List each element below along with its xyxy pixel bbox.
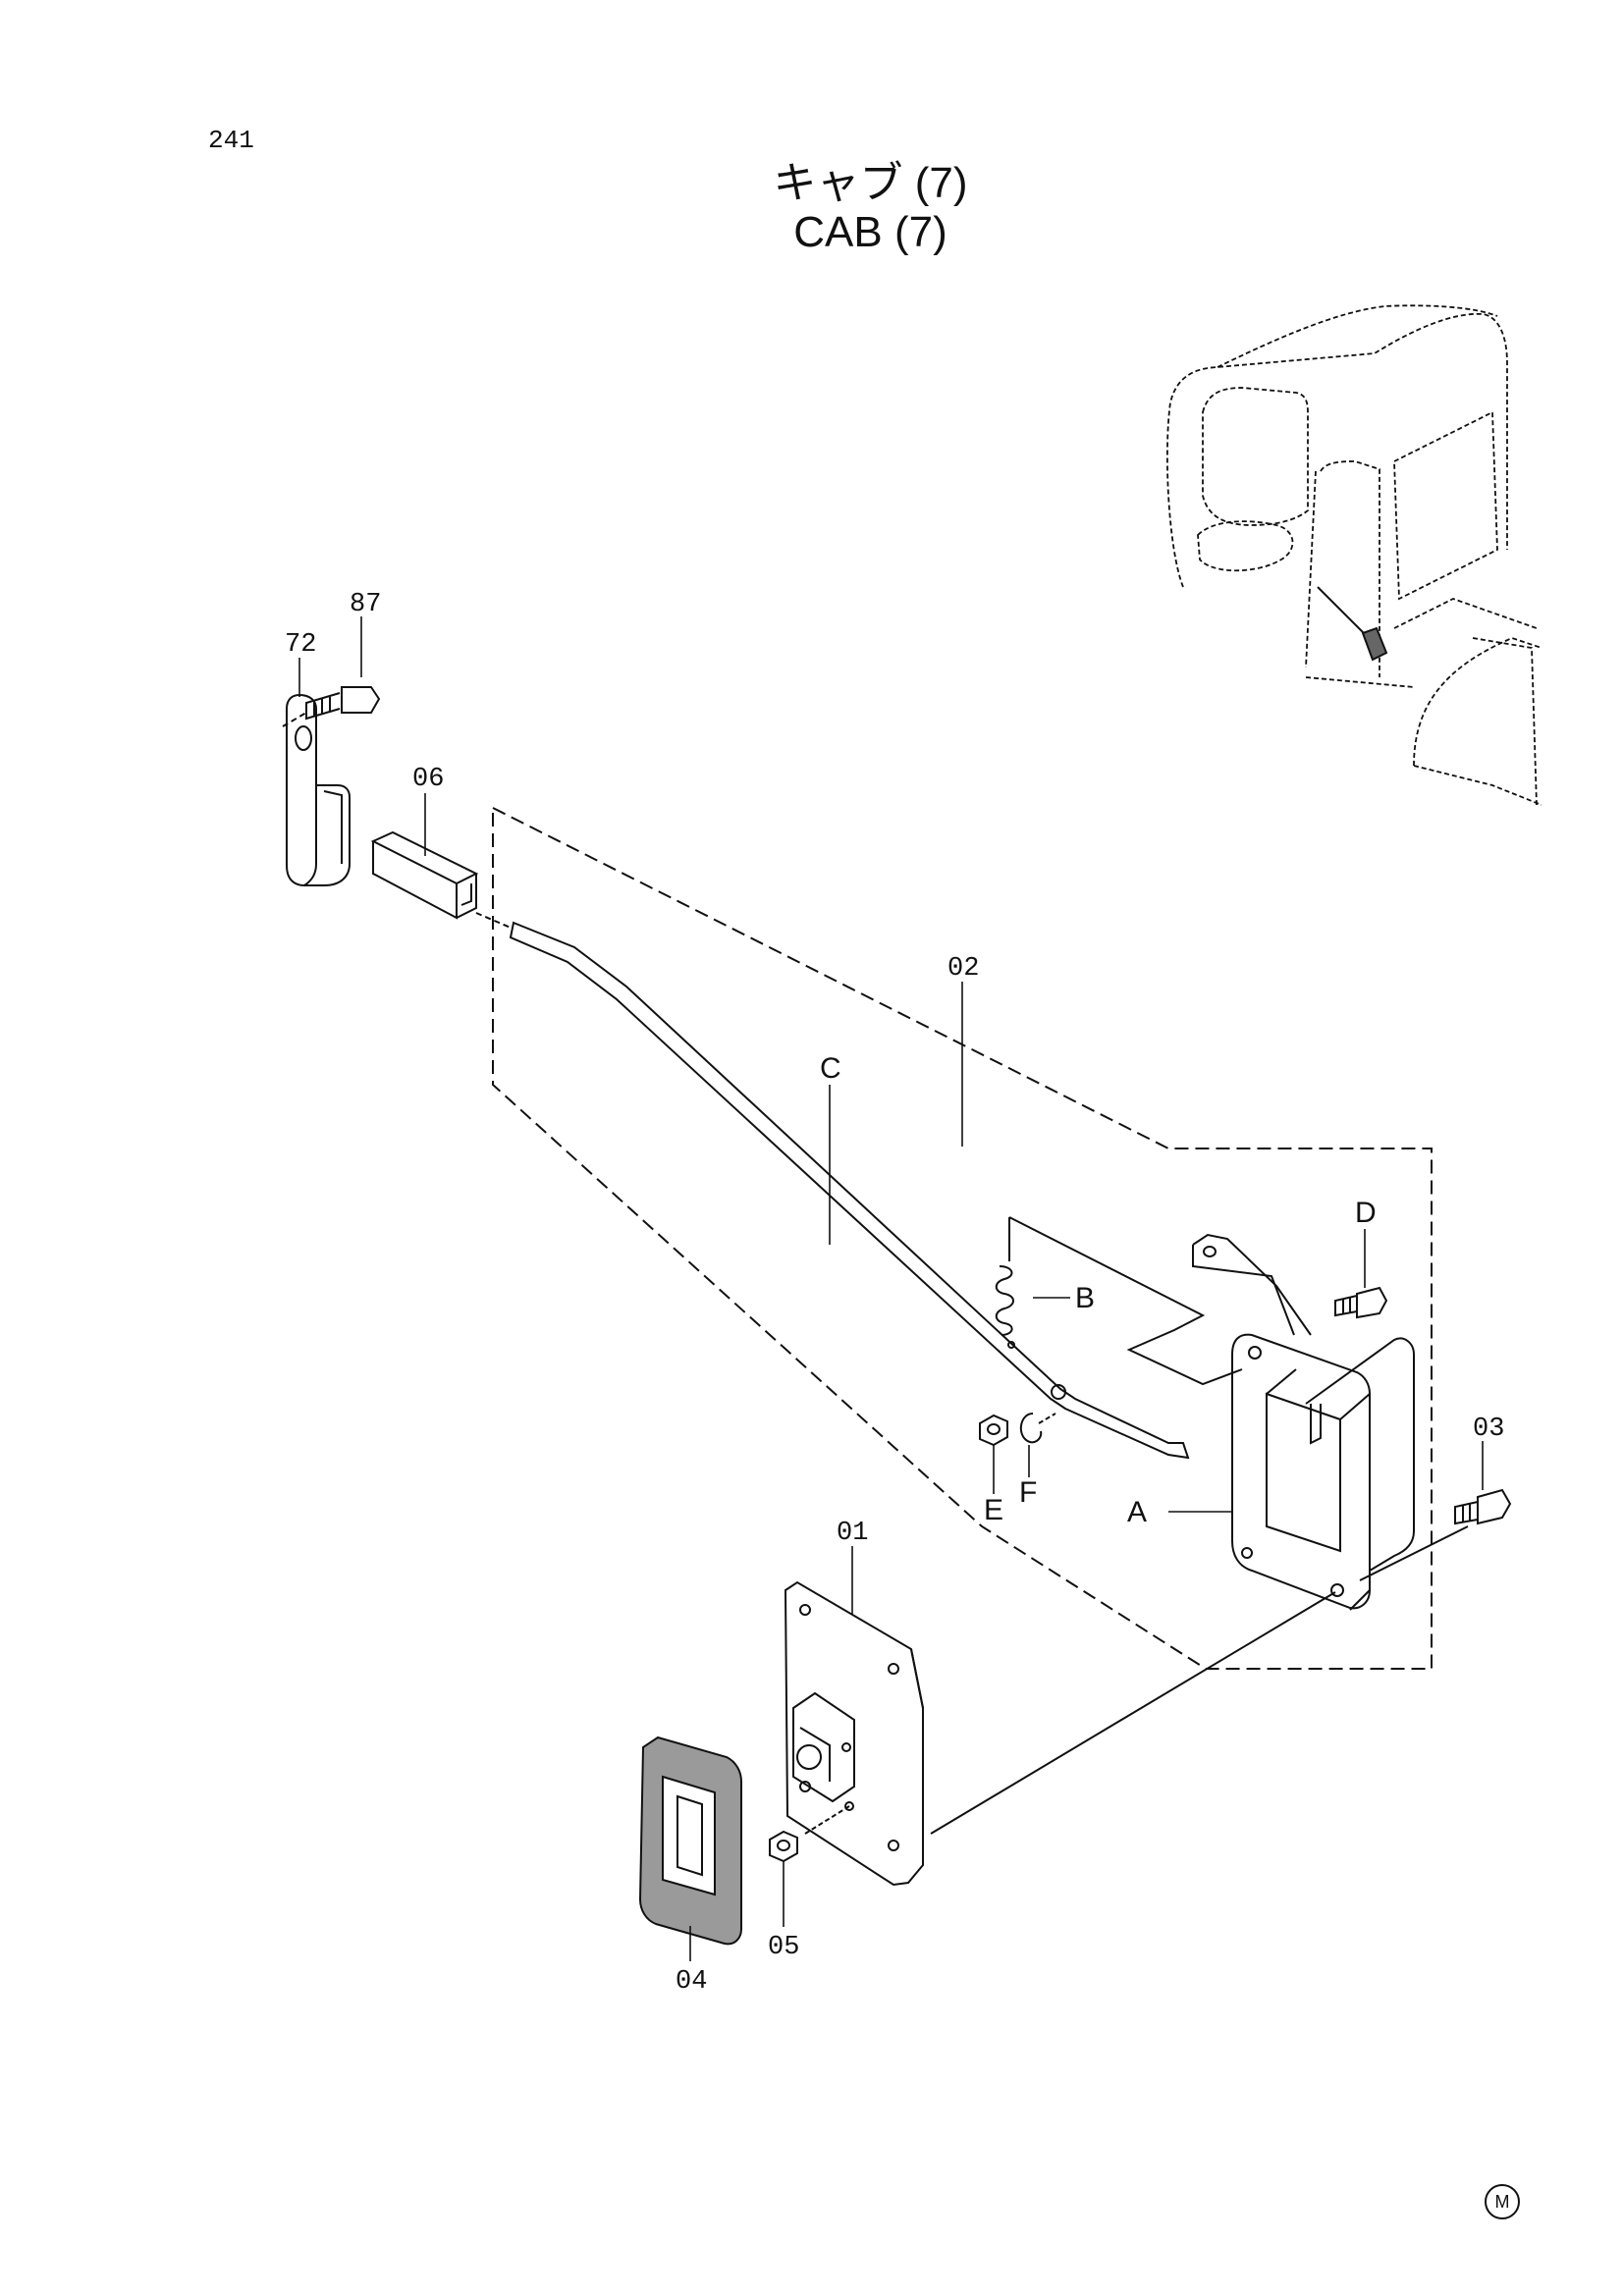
bracket-72 <box>286 693 351 886</box>
title-english: CAB (7) <box>793 208 947 256</box>
leader-lines <box>298 616 1484 1961</box>
callout-d: D <box>1355 1197 1377 1229</box>
cab-lever-detail <box>1317 586 1388 662</box>
bolt-87 <box>282 686 381 727</box>
spring-b <box>995 1216 1243 1386</box>
callout-72: 72 <box>285 630 316 660</box>
manufacturer-mark: M <box>1485 2184 1520 2219</box>
callout-03: 03 <box>1473 1415 1504 1444</box>
callout-f: F <box>1019 1476 1037 1509</box>
page-number: 241 <box>208 126 254 155</box>
plate-01 <box>784 1580 924 1887</box>
nut-05 <box>769 1830 798 1863</box>
bolt-d <box>1334 1286 1388 1319</box>
seal-04 <box>638 1735 742 1946</box>
assembly-02-boundary <box>492 806 1433 1670</box>
callout-06: 06 <box>412 765 444 794</box>
callout-c: C <box>820 1052 841 1085</box>
callout-87: 87 <box>350 590 381 619</box>
callout-a: A <box>1127 1496 1147 1528</box>
callout-01: 01 <box>837 1519 868 1548</box>
callout-04: 04 <box>676 1967 707 1997</box>
cushion-06 <box>370 830 512 929</box>
bolt-03 <box>1454 1488 1512 1525</box>
callout-b: B <box>1075 1282 1095 1314</box>
callout-02: 02 <box>947 954 979 984</box>
rod-c <box>509 921 1190 1460</box>
callout-05: 05 <box>768 1933 799 1962</box>
nut-e <box>979 1414 1008 1447</box>
callout-e: E <box>984 1494 1003 1526</box>
washer-f <box>1019 1413 1056 1444</box>
handle-box-a <box>930 1233 1469 1835</box>
cab-overview-illustration <box>1165 304 1542 806</box>
title-japanese: キャブ (7) <box>773 159 968 207</box>
